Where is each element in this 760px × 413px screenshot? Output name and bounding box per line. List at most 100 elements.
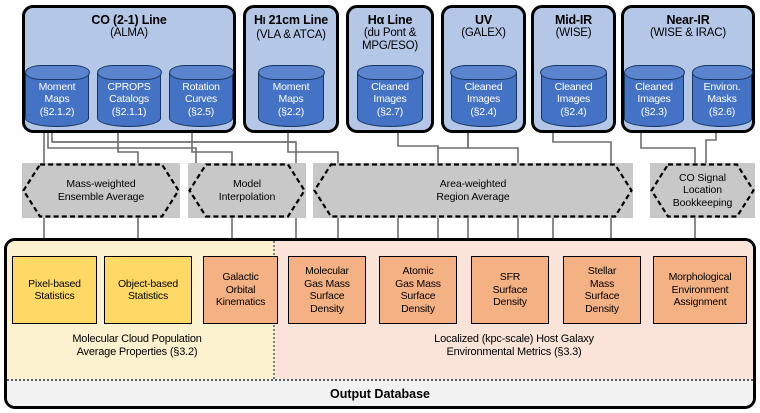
dataset-cylinder[interactable]: CPROPS Catalogs (§2.1.1) [96, 64, 162, 127]
dataset-ref: (§2.4) [470, 105, 497, 118]
output-box-stellar-mass-surface-density[interactable]: Stellar Mass Surface Density [563, 256, 641, 324]
source-panel-subtitle: (WISE) [555, 27, 592, 39]
output-line3: Kinematics [215, 296, 266, 309]
source-panel-co[interactable]: CO (2-1) Line (ALMA) Moment Maps (§2.1.2… [22, 5, 236, 133]
source-panel-title: Mid-IR [555, 13, 592, 27]
dataset-line2: Curves [184, 93, 218, 106]
process-line1: Mass-weighted [66, 178, 136, 190]
dataset-line1: Rotation [182, 80, 220, 93]
output-line3: Surface [400, 290, 436, 302]
process-hexagon-mass-weighted-ensemble-average[interactable]: Mass-weighted Ensemble Average [22, 163, 180, 218]
output-line3: Surface [309, 290, 345, 302]
dataset-line2: Masks [707, 93, 737, 106]
output-line2: Environment [671, 283, 729, 296]
dataset-line1: Cleaned [635, 80, 673, 93]
output-line2: Statistics [127, 290, 168, 302]
output-line1: Stellar [587, 265, 617, 277]
dataset-ref: (§2.5) [187, 105, 215, 118]
dataset-ref: (§2.6) [708, 105, 736, 118]
process-label: CO Signal Location Bookkeeping [667, 172, 739, 210]
output-box-morphological-environment-assignment[interactable]: Morphological Environment Assignment [653, 256, 747, 324]
dataset-line2: Images [556, 93, 591, 106]
source-panel-hi21cm[interactable]: HI 21cm Line (VLA & ATCA) Moment Maps (§… [243, 5, 339, 133]
source-panel-subtitle: (WISE & IRAC) [650, 27, 726, 39]
dataset-cylinder[interactable]: Environ. Masks (§2.6) [691, 64, 753, 127]
dataset-ref: (§2.3) [640, 105, 668, 118]
output-line4: Density [310, 302, 344, 315]
output-line1: Molecular [305, 265, 349, 277]
output-box-object-based-statistics[interactable]: Object-based Statistics [104, 256, 192, 324]
output-line4: Density [401, 302, 435, 315]
dataset-ref: (§2.1.1) [111, 105, 147, 118]
process-line2: Interpolation [218, 190, 276, 203]
source-panel-midir[interactable]: Mid-IR (WISE) Cleaned Images (§2.4) [531, 5, 616, 133]
output-line2: Statistics [34, 290, 75, 302]
output-line2: Orbital [225, 283, 256, 296]
dataset-ref: (§2.2) [277, 105, 305, 118]
source-panel-title: HI 21cm Line [246, 13, 336, 29]
dataset-line1: CPROPS [107, 80, 151, 93]
source-panel-uv[interactable]: UV (GALEX) Cleaned Images (§2.4) [441, 5, 526, 133]
process-line1: Area-weighted [439, 178, 507, 190]
dataset-line2: Maps [44, 93, 70, 106]
output-line2: Gas Mass [395, 277, 441, 290]
process-line1: CO Signal [679, 171, 726, 184]
dataset-line1: Moment [38, 80, 76, 93]
output-line1: Galactic [222, 271, 259, 284]
caption-molecular-cloud-population: Molecular Cloud Population Average Prope… [8, 333, 266, 359]
dataset-cylinder[interactable]: Cleaned Images (§2.3) [623, 64, 685, 127]
dataset-cylinder[interactable]: Cleaned Images (§2.4) [450, 64, 517, 127]
process-label: Area-weighted Region Average [430, 178, 515, 203]
dataset-line2: Catalogs [109, 93, 149, 106]
source-panel-subtitle: (VLA & ATCA) [256, 29, 326, 41]
process-line2: Ensemble Average [57, 190, 145, 203]
title-part-smallcap: I [262, 16, 266, 27]
process-hexagon-model-interpolation[interactable]: Model Interpolation [188, 163, 306, 218]
source-panel-title: UV [475, 13, 492, 27]
dataset-ref: (§2.7) [376, 105, 404, 118]
dataset-line1: Environ. [703, 80, 741, 93]
output-line1: SFR [499, 271, 521, 284]
database-divider [7, 379, 753, 381]
output-box-galactic-orbital-kinematics[interactable]: Galactic Orbital Kinematics [203, 256, 278, 324]
source-panel-title: Near-IR [666, 13, 710, 27]
source-panel-title: Hα Line [367, 13, 413, 27]
process-hexagon-co-signal-location-bookkeeping[interactable]: CO Signal Location Bookkeeping [650, 163, 755, 218]
source-panel-halpha[interactable]: Hα Line (du Pont & MPG/ESO) Cleaned Imag… [346, 5, 434, 133]
output-line2: Gas Mass [304, 277, 350, 290]
dataset-line2: Images [637, 93, 671, 106]
process-line3: Bookkeeping [672, 196, 733, 209]
process-label: Mass-weighted Ensemble Average [52, 178, 150, 203]
title-part-post: 21cm Line [265, 13, 329, 27]
source-panel-subtitle: (GALEX) [461, 27, 506, 39]
caption-line2: Environmental Metrics (§3.3) [446, 346, 582, 358]
source-panel-nearir[interactable]: Near-IR (WISE & IRAC) Cleaned Images (§2… [621, 5, 755, 133]
dataset-cylinder[interactable]: Moment Maps (§2.2) [257, 64, 325, 127]
dataset-cylinder[interactable]: Cleaned Images (§2.4) [540, 64, 607, 127]
title-part-pre: H [253, 13, 263, 27]
output-box-pixel-based-statistics[interactable]: Pixel-based Statistics [12, 256, 97, 324]
output-line1: Morphological [668, 271, 732, 284]
process-line1: Model [232, 178, 262, 190]
dataset-line1: Cleaned [554, 80, 593, 93]
dataset-cylinder[interactable]: Rotation Curves (§2.5) [168, 64, 234, 127]
output-box-sfr-surface-density[interactable]: SFR Surface Density [471, 256, 549, 324]
dataset-line1: Moment [272, 80, 310, 93]
dataset-ref: (§2.1.2) [39, 105, 75, 118]
output-box-atomic-gas-mass-surface-density[interactable]: Atomic Gas Mass Surface Density [379, 256, 457, 324]
dataset-line2: Images [466, 93, 501, 106]
dataset-cylinder[interactable]: Moment Maps (§2.1.2) [24, 64, 90, 127]
dataset-line1: Cleaned [464, 80, 503, 93]
process-hexagon-area-weighted-region-average[interactable]: Area-weighted Region Average [313, 163, 633, 218]
output-line1: Object-based [117, 277, 179, 290]
source-panel-title: CO (2-1) Line [91, 13, 167, 27]
output-line1: Atomic [402, 265, 434, 277]
output-line2: Mass [589, 277, 615, 290]
output-line3: Density [493, 296, 527, 309]
source-panel-subtitle-line1: (du Pont & [363, 27, 417, 39]
dataset-line1: Cleaned [371, 80, 409, 93]
dataset-cylinder[interactable]: Cleaned Images (§2.7) [356, 64, 424, 127]
output-line2: Surface [492, 283, 528, 296]
output-box-molecular-gas-mass-surface-density[interactable]: Molecular Gas Mass Surface Density [288, 256, 366, 324]
